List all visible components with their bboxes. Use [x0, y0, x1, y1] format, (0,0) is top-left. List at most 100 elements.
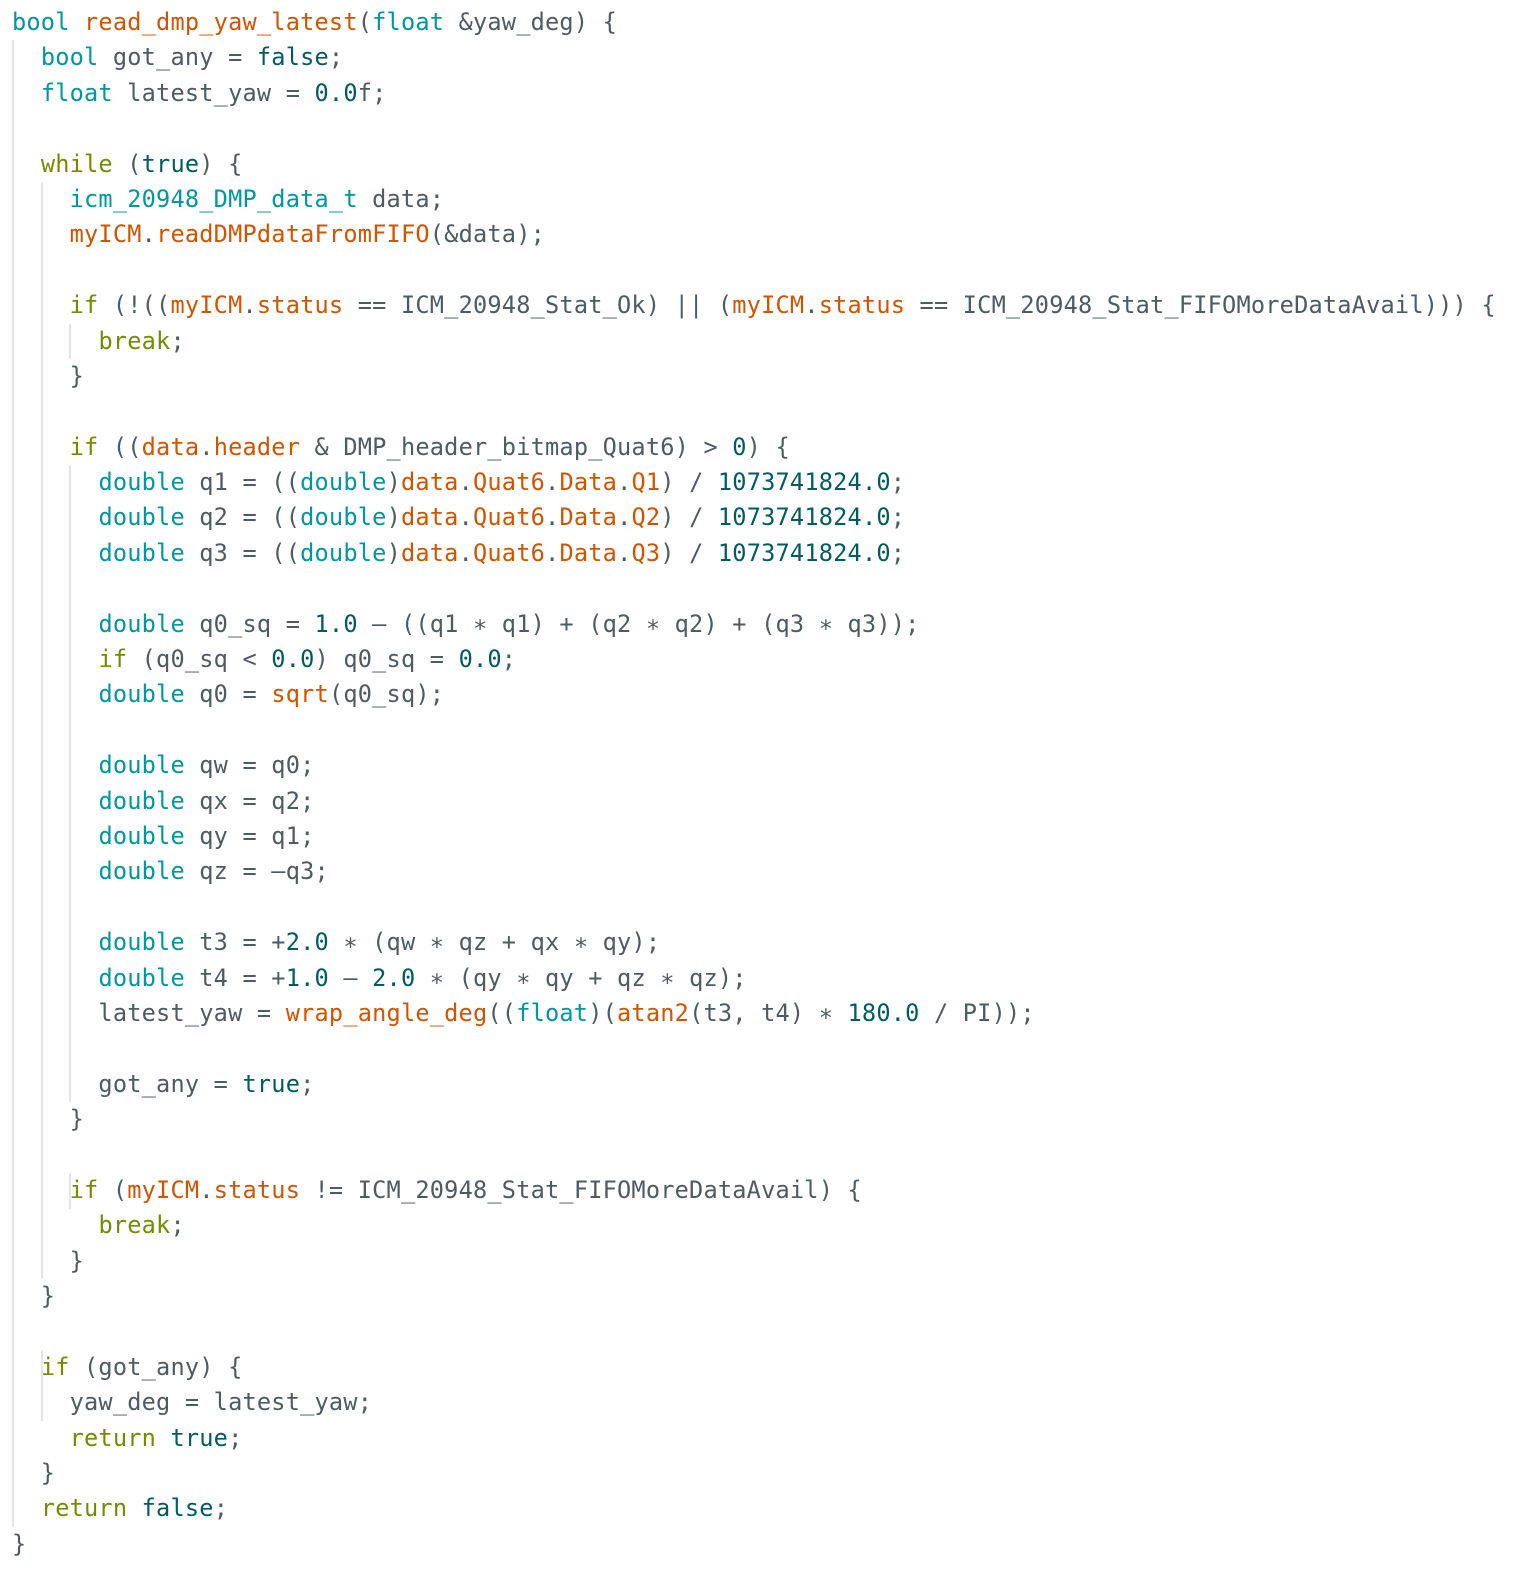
code-text: ;	[890, 538, 906, 567]
code-line[interactable]: double t3 = +2.0 ∗ (qw ∗ qz + qx ∗ qy);	[12, 925, 1496, 960]
code-line[interactable]: double q2 = ((double)data.Quat6.Data.Q2)…	[12, 500, 1496, 535]
code-line[interactable]: double qz = –q3;	[12, 854, 1496, 889]
code-line[interactable]: double q0_sq = 1.0 – ((q1 ∗ q1) + (q2 ∗ …	[12, 607, 1496, 642]
code-line[interactable]: }	[12, 359, 1496, 394]
code-text: != ICM_20948_Stat_FIFOMoreDataAvail) {	[300, 1175, 862, 1204]
code-line[interactable]: double q1 = ((double)data.Quat6.Data.Q1)…	[12, 465, 1496, 500]
code-line[interactable]	[12, 1314, 1496, 1349]
code-text: f;	[357, 78, 387, 107]
code-line[interactable]: }	[12, 1456, 1496, 1491]
code-text: }	[12, 1459, 56, 1488]
code-line[interactable]	[12, 394, 1496, 429]
code-line[interactable]: float latest_yaw = 0.0f;	[12, 76, 1496, 111]
control-keyword: break	[98, 1211, 171, 1240]
code-line[interactable]: if ((data.header & DMP_header_bitmap_Qua…	[12, 430, 1496, 465]
code-text: ;	[170, 1211, 185, 1240]
identifier-member: myICM	[170, 291, 243, 320]
code-line[interactable]	[12, 111, 1496, 146]
code-text: & DMP_header_bitmap_Quat6) >	[300, 432, 733, 461]
identifier-member: Data	[559, 538, 618, 567]
code-text: (got_any) {	[69, 1352, 243, 1381]
identifier-member: sqrt	[271, 680, 329, 709]
code-text	[12, 150, 41, 178]
identifier-member: wrap_angle_deg	[285, 998, 488, 1027]
type-keyword: double	[98, 857, 185, 886]
code-text: (!((	[98, 291, 171, 320]
code-text	[12, 645, 98, 673]
code-editor[interactable]: bool read_dmp_yaw_latest(float &yaw_deg)…	[12, 5, 1496, 1562]
code-text: ;	[300, 1069, 315, 1098]
code-text: .	[804, 291, 819, 320]
code-text: (	[98, 1175, 128, 1204]
control-keyword: while	[40, 149, 113, 178]
code-line[interactable]: if (q0_sq < 0.0) q0_sq = 0.0;	[12, 642, 1496, 677]
code-line[interactable]: }	[12, 1102, 1496, 1137]
code-text	[12, 1211, 98, 1239]
code-text: ∗ (qy ∗ qy + qz ∗ qz);	[415, 963, 747, 992]
code-line[interactable]: double t4 = +1.0 – 2.0 ∗ (qy ∗ qy + qz ∗…	[12, 961, 1496, 996]
control-keyword: return	[40, 1494, 128, 1523]
code-line[interactable]	[12, 571, 1496, 606]
code-line[interactable]: got_any = true;	[12, 1067, 1496, 1102]
code-line[interactable]: }	[12, 1527, 1496, 1562]
code-text: –	[328, 963, 373, 992]
type-keyword: double	[98, 538, 185, 567]
indent-guide	[69, 1173, 72, 1209]
code-line[interactable]: bool got_any = false;	[12, 40, 1496, 75]
code-line[interactable]: }	[12, 1244, 1496, 1279]
code-text: ) {	[746, 432, 790, 461]
code-line[interactable]: icm_20948_DMP_data_t data;	[12, 182, 1496, 217]
code-text	[12, 822, 98, 850]
code-text	[70, 8, 84, 36]
code-text: .	[617, 468, 632, 497]
type-keyword: double	[98, 751, 185, 780]
code-text: got_any =	[98, 43, 257, 72]
code-line[interactable]: while (true) {	[12, 147, 1496, 182]
type-keyword: bool	[12, 8, 70, 36]
code-text: .	[545, 468, 560, 497]
code-text: }	[12, 1246, 85, 1275]
code-line[interactable]: double qy = q1;	[12, 819, 1496, 854]
code-line[interactable]: if (!((myICM.status == ICM_20948_Stat_Ok…	[12, 288, 1496, 323]
identifier-member: data	[400, 538, 459, 567]
code-line[interactable]: break;	[12, 1208, 1496, 1243]
code-line[interactable]	[12, 253, 1496, 288]
code-text	[127, 1494, 141, 1522]
code-line[interactable]: double qw = q0;	[12, 748, 1496, 783]
code-line[interactable]: double qx = q2;	[12, 784, 1496, 819]
code-line[interactable]: }	[12, 1279, 1496, 1314]
type-keyword: double	[98, 963, 185, 992]
code-text: – ((q1 ∗ q1) + (q2 ∗ q2) + (q3 ∗ q3));	[357, 609, 920, 638]
code-line[interactable]: return true;	[12, 1421, 1496, 1456]
identifier-member: Q1	[631, 468, 661, 497]
code-line[interactable]: return false;	[12, 1491, 1496, 1526]
code-line[interactable]	[12, 1031, 1496, 1066]
code-line[interactable]: double q0 = sqrt(q0_sq);	[12, 677, 1496, 712]
code-line[interactable]	[12, 890, 1496, 925]
code-text: (	[357, 8, 373, 36]
code-line[interactable]: if (myICM.status != ICM_20948_Stat_FIFOM…	[12, 1173, 1496, 1208]
code-text: ;	[170, 326, 185, 355]
literal: 1073741824.0	[717, 503, 891, 532]
code-line[interactable]: myICM.readDMPdataFromFIFO(&data);	[12, 217, 1496, 252]
code-text: q2 = ((	[184, 503, 301, 532]
type-keyword: double	[98, 503, 185, 532]
code-text: q3 = ((	[184, 538, 301, 567]
code-line[interactable]: yaw_deg = latest_yaw;	[12, 1385, 1496, 1420]
code-line[interactable]	[12, 713, 1496, 748]
code-line[interactable]: if (got_any) {	[12, 1350, 1496, 1385]
code-line[interactable]	[12, 1138, 1496, 1173]
code-text: latest_yaw =	[12, 998, 286, 1027]
control-keyword: if	[69, 291, 99, 320]
code-text: qz = –q3;	[184, 857, 329, 886]
code-text: q0_sq =	[184, 609, 315, 638]
code-line[interactable]: break;	[12, 324, 1496, 359]
code-text: ∗ (qw ∗ qz + qx ∗ qy);	[328, 928, 661, 957]
code-line[interactable]: latest_yaw = wrap_angle_deg((float)(atan…	[12, 996, 1496, 1031]
type-keyword: float	[40, 78, 113, 107]
literal: 180.0	[847, 998, 920, 1027]
code-line[interactable]: bool read_dmp_yaw_latest(float &yaw_deg)…	[12, 5, 1496, 40]
code-line[interactable]: double q3 = ((double)data.Quat6.Data.Q3)…	[12, 536, 1496, 571]
code-text: (q0_sq);	[328, 680, 445, 709]
literal: 0	[732, 432, 747, 461]
